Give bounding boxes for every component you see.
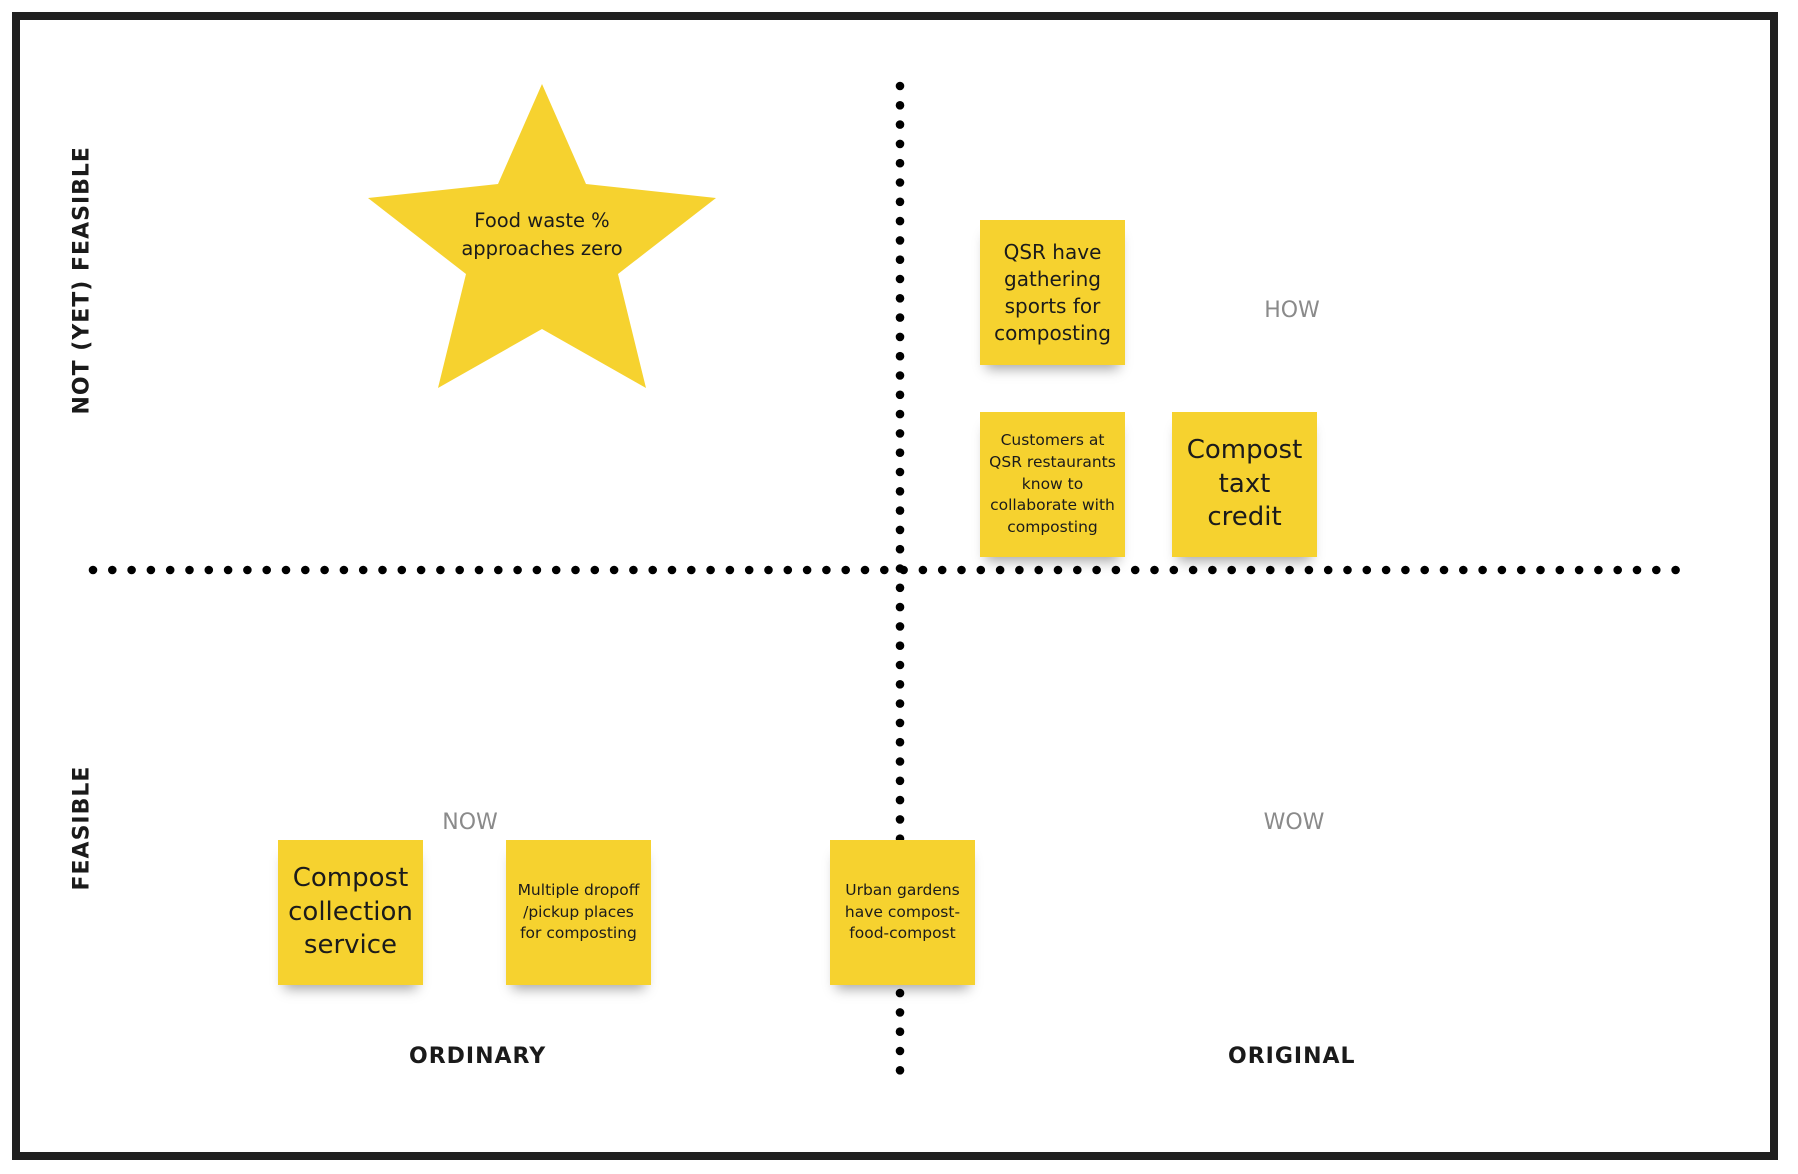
star-text: Food waste % approaches zero <box>461 209 623 261</box>
sticky-note-dropoff-places[interactable]: Multiple dropoff /pickup places for comp… <box>506 840 651 985</box>
sticky-note-qsr-gathering[interactable]: QSR have gathering sports for composting <box>980 220 1125 365</box>
sticky-note-compost-service[interactable]: Compost collection service <box>278 840 423 985</box>
quadrant-label-wow: WOW <box>1263 810 1325 835</box>
sticky-note-text: Urban gardens have compost-food-compost <box>844 880 961 943</box>
sticky-note-urban-gardens[interactable]: Urban gardens have compost-food-compost <box>830 840 975 985</box>
sticky-note-text: Customers at QSR restaurants know to col… <box>989 431 1116 537</box>
quadrant-label-now: NOW <box>442 810 498 835</box>
x-axis-title-right: ORIGINAL <box>1228 1044 1356 1069</box>
star-icon <box>368 84 716 388</box>
y-axis-title-bottom: FEASIBLE <box>69 765 95 891</box>
sticky-note-customers-qsr[interactable]: Customers at QSR restaurants know to col… <box>980 412 1125 557</box>
quadrant-label-how: HOW <box>1264 298 1320 323</box>
matrix-board <box>12 12 1778 1160</box>
sticky-note-text: Multiple dropoff /pickup places for comp… <box>517 880 640 943</box>
sticky-note-text: Compost taxt credit <box>1186 434 1303 533</box>
x-axis-title-left: ORDINARY <box>409 1044 547 1069</box>
sticky-note-text: QSR have gathering sports for composting <box>994 239 1111 345</box>
star-goal-shape[interactable]: Food waste % approaches zero <box>368 84 716 390</box>
y-axis-title-top: NOT (YET) FEASIBLE <box>69 146 95 415</box>
sticky-note-text: Compost collection service <box>288 862 413 961</box>
sticky-note-compost-credit[interactable]: Compost taxt credit <box>1172 412 1317 557</box>
